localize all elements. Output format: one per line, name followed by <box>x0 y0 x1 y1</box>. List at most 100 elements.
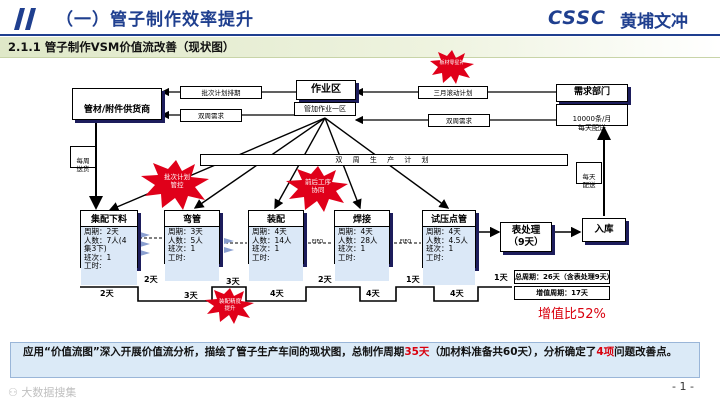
control-box: 作业区 <box>296 80 356 100</box>
control-sub-box: 管加作业一区 <box>294 102 356 116</box>
biweek-right-label: 双周需求 <box>446 117 472 125</box>
process-name: 集配下料 <box>81 211 137 227</box>
process-people: 人数：5人 <box>168 235 203 245</box>
company-logo: CSSC <box>548 7 606 29</box>
process-shift: 班次：1 <box>426 244 454 253</box>
process-name: 焊接 <box>335 211 389 227</box>
process-data: 周期：3天 人数：5人 班次：1 工时: <box>165 227 219 281</box>
process-data: 周期：2天 人数：7人(4 集3下) 班次：1 工时: <box>81 227 137 285</box>
surface-name: 表处理 <box>511 225 541 236</box>
warehouse-label: 入库 <box>594 224 614 235</box>
timeline-wait: 2天 <box>100 289 114 298</box>
timeline-wait: 4天 <box>366 289 380 298</box>
supplier-label: 管材/附件供货商 <box>83 105 151 115</box>
customer-box: 需求部门 <box>556 84 628 102</box>
biweek-right-flow: 双周需求 <box>428 114 490 127</box>
schedule-bar: 双 周 生 产 计 划 <box>200 154 568 166</box>
note-highlight-count: 4项 <box>596 346 615 358</box>
kaizen-burst-icon <box>205 288 254 324</box>
timeline-process: 2天 <box>144 275 158 284</box>
process-cycle: 周期：4天 <box>338 227 373 236</box>
header-slashes-icon <box>14 8 36 30</box>
value-added-ratio: 增值比52% <box>538 307 606 322</box>
process-name: 弯管 <box>165 211 219 227</box>
batch-plan-flow: 批次计划排期 <box>180 86 262 99</box>
analysis-note: 应用“价值流图”深入开展价值流分析，描绘了管子生产车间的现状图，总制作周期35天… <box>10 342 700 378</box>
timeline-process: 2天 <box>318 275 332 284</box>
surface-treatment-box: 表处理 （9天） <box>500 222 552 252</box>
process-hours: 工时: <box>168 252 186 262</box>
control-label: 作业区 <box>311 84 341 95</box>
warehouse-box: 入库 <box>582 218 626 242</box>
three-month-label: 三月滚动计划 <box>433 89 473 97</box>
surface-days: （9天） <box>508 237 544 248</box>
process-shift: 班次：1 <box>338 244 366 253</box>
watermark-text: 大数据搜集 <box>21 386 77 399</box>
daily-delivery-label: 每天 配送 <box>582 173 596 189</box>
process-data: 周期：4天 人数：14人 班次：1 工时: <box>249 227 303 281</box>
process-people: 人数：28人 <box>338 235 378 245</box>
process-hours: 工时: <box>338 252 356 262</box>
process-hours: 工时: <box>426 252 444 262</box>
kaizen-burst-icon <box>430 50 474 84</box>
control-sub-label: 管加作业一区 <box>304 105 346 113</box>
kaizen-burst-label: 板材零星补 <box>439 60 465 66</box>
process-cycle: 周期：4天 <box>252 227 287 236</box>
fifo-marker: FIFO <box>312 239 324 245</box>
process-box: 装配 周期：4天 人数：14人 班次：1 工时: <box>248 210 304 281</box>
biweek-left-flow: 双周需求 <box>180 109 242 122</box>
process-name: 装配 <box>249 211 303 227</box>
biweek-left-label: 双周需求 <box>198 112 224 120</box>
timeline-process: 1天 <box>494 273 508 282</box>
process-shift: 班次：1 <box>252 244 280 253</box>
supplier-box: 管材/附件供货商 <box>72 88 162 120</box>
fifo-marker: FIFO <box>400 239 412 245</box>
process-name: 试压点管 <box>423 211 475 227</box>
schedule-label: 双 周 生 产 计 划 <box>335 156 433 164</box>
value-added-label: 增值周期：17天 <box>536 289 588 297</box>
section-subtitle: 2.1.1 管子制作VSM价值流改善（现状图） <box>8 40 235 54</box>
watermark: ⚇ 大数据搜集 <box>8 384 76 400</box>
customer-label: 需求部门 <box>573 87 610 97</box>
process-shift: 班次：1 <box>168 244 196 253</box>
note-text: 应用“价值流图”深入开展价值流分析，描绘了管子生产车间的现状图，总制作周期 <box>23 346 405 358</box>
process-box: 集配下料 周期：2天 人数：7人(4 集3下) 班次：1 工时: <box>80 210 138 285</box>
note-text: （加材料准备共60天），分析确定了 <box>429 346 597 358</box>
process-people: 人数：14人 <box>252 235 292 245</box>
process-hours: 工时: <box>252 252 270 262</box>
total-cycle-box: 总周期：26天（含表处理9天） <box>514 270 610 284</box>
process-box: 弯管 周期：3天 人数：5人 班次：1 工时: <box>164 210 220 281</box>
process-data: 周期：4天 人数：4.5人 班次：1 工时: <box>423 227 475 285</box>
customer-demand: 10000条/月 每天配送 <box>572 115 612 132</box>
timeline-wait: 3天 <box>184 291 198 300</box>
process-cycle: 周期：4天 <box>426 227 461 236</box>
batch-plan-label: 批次计划排期 <box>201 89 241 97</box>
process-hours: 工时: <box>84 261 102 270</box>
note-highlight-cycle: 35天 <box>404 346 430 358</box>
daily-delivery-flag: 每天 配送 <box>576 162 602 189</box>
process-cycle: 周期：2天 <box>84 227 119 236</box>
three-month-flow: 三月滚动计划 <box>418 86 488 99</box>
company-name: 黄埔文冲 <box>620 12 688 32</box>
process-data: 周期：4天 人数：28人 班次：1 工时: <box>335 227 389 281</box>
timeline-process: 1天 <box>406 275 420 284</box>
process-people: 人数：4.5人 <box>426 235 468 245</box>
watermark-icon: ⚇ <box>8 386 22 399</box>
page-number: - 1 - <box>672 380 694 393</box>
kaizen-burst-label: 前后工序 协同 <box>305 178 331 194</box>
timeline-wait: 4天 <box>450 289 464 298</box>
kaizen-burst-label: 批次计划 管控 <box>164 173 190 189</box>
weekly-delivery-label: 每周 送货 <box>76 157 90 173</box>
page-title: （一）管子制作效率提升 <box>56 10 254 30</box>
kaizen-burst-icon <box>141 160 209 210</box>
value-added-box: 增值周期：17天 <box>514 286 610 300</box>
process-box: 焊接 周期：4天 人数：28人 班次：1 工时: <box>334 210 390 281</box>
process-box: 试压点管 周期：4天 人数：4.5人 班次：1 工时: <box>422 210 476 285</box>
process-people: 人数：7人(4 集3下) <box>84 235 127 253</box>
subtitle-bar <box>0 37 720 58</box>
timeline-wait: 4天 <box>270 289 284 298</box>
kaizen-burst-label: 装配精度 提升 <box>218 299 241 312</box>
total-cycle-label: 总周期：26天（含表处理9天） <box>515 273 610 281</box>
header-divider <box>0 34 720 36</box>
